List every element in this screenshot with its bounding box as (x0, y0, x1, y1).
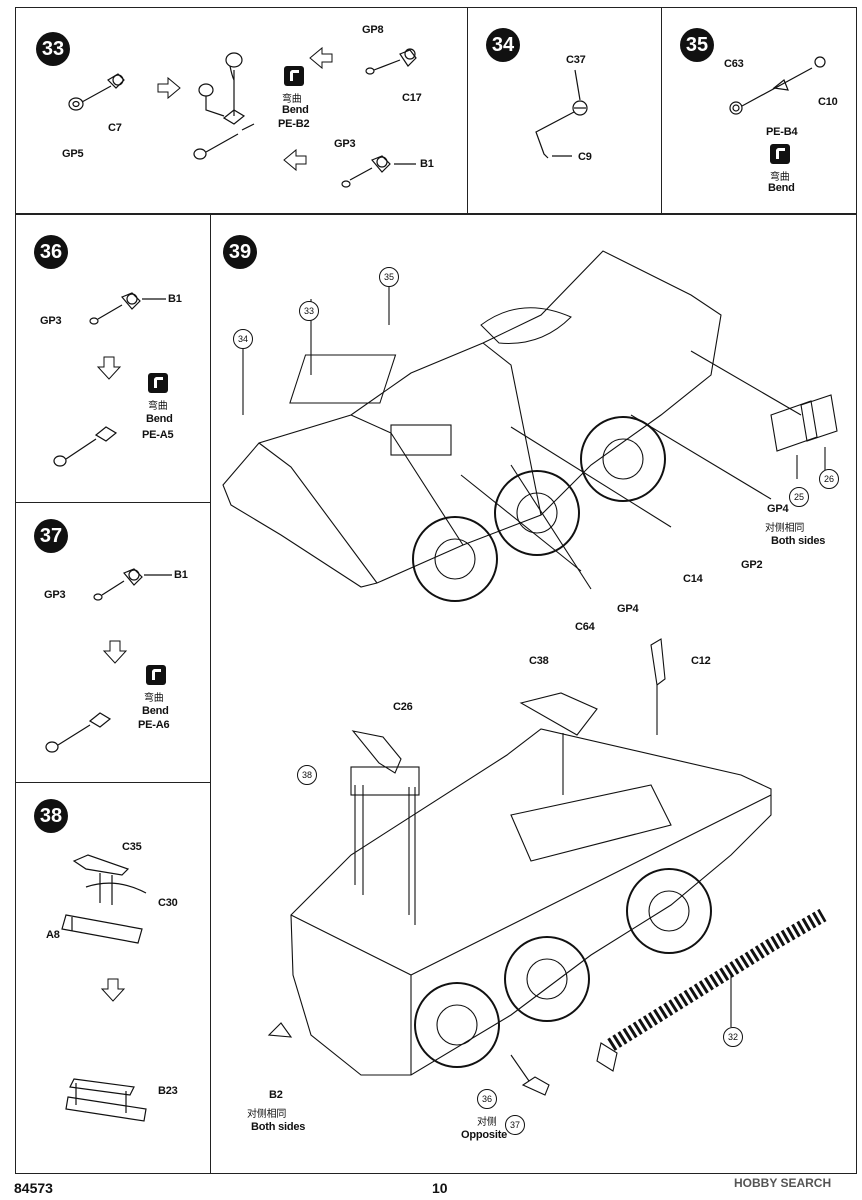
callout-step-35: 35 (379, 267, 399, 287)
part-a8: A8 (46, 929, 60, 941)
pe-part: PE-B2 (278, 118, 310, 130)
part-gp2: GP2 (741, 559, 763, 571)
part-b1: B1 (168, 293, 182, 305)
both-sides-en-top: Both sides (771, 535, 826, 547)
part-c35: C35 (122, 841, 142, 853)
bend-label-cn: 弯曲 (770, 172, 790, 183)
step-38-panel: 38 C35 C30 A8 B23 (15, 782, 211, 1174)
callout-part-32: 32 (723, 1027, 743, 1047)
step-33-panel: 33 GP8 C7 GP5 C17 GP3 B1 (15, 7, 468, 214)
step-35-panel: 35 C63 C10 PE-B4 弯曲 Bend (661, 7, 857, 214)
kit-code: 84573 (14, 1180, 53, 1196)
part-c12: C12 (691, 655, 711, 667)
watermark: HOBBY SEARCH (734, 1176, 832, 1190)
part-c26: C26 (393, 701, 413, 713)
step-36-drawing (53, 292, 166, 467)
step-34-drawing (535, 69, 588, 159)
part-c30: C30 (158, 897, 178, 909)
step-38-badge: 38 (34, 799, 68, 833)
part-gp4-right: GP4 (767, 503, 789, 515)
step-33-drawing (68, 46, 417, 188)
part-b1: B1 (420, 158, 434, 170)
opposite-cn: 对侧 (477, 1117, 497, 1128)
callout-step-33: 33 (299, 301, 319, 321)
opposite-en: Opposite (461, 1129, 508, 1141)
both-sides-cn-bottom: 对侧相同 (247, 1109, 287, 1120)
part-b23: B23 (158, 1085, 178, 1097)
part-gp5: GP5 (62, 148, 84, 160)
part-c37: C37 (566, 54, 586, 66)
step-39-panel: 39 (210, 214, 857, 1174)
step-34-badge: 34 (486, 28, 520, 62)
step-33-badge: 33 (36, 32, 70, 66)
bend-label-cn: 弯曲 (282, 94, 302, 105)
part-c10: C10 (818, 96, 838, 108)
vehicle-drawing (222, 250, 838, 1096)
step-39-badge: 39 (223, 235, 257, 269)
step-37-badge: 37 (34, 519, 68, 553)
step-36-badge: 36 (34, 235, 68, 269)
step-35-badge: 35 (680, 28, 714, 62)
part-b2: B2 (269, 1089, 283, 1101)
both-sides-cn-top: 对侧相同 (765, 523, 805, 534)
part-gp3: GP3 (334, 138, 356, 150)
part-gp3: GP3 (44, 589, 66, 601)
bend-label-en: Bend (768, 182, 795, 194)
callout-step-36: 36 (477, 1089, 497, 1109)
part-gp4-center: GP4 (617, 603, 639, 615)
part-c38: C38 (529, 655, 549, 667)
step-38-drawing (61, 854, 147, 1122)
part-gp3: GP3 (40, 315, 62, 327)
part-c63: C63 (724, 58, 744, 70)
step-36-panel: 36 B1 GP3 弯曲 Bend PE-A5 (15, 214, 211, 503)
pe-part: PE-B4 (766, 126, 798, 138)
bend-icon (146, 665, 166, 685)
bend-icon (770, 144, 790, 164)
both-sides-en-bottom: Both sides (251, 1121, 306, 1133)
bend-icon (148, 373, 168, 393)
part-c9: C9 (578, 151, 592, 163)
part-gp8: GP8 (362, 24, 384, 36)
bend-label-cn: 弯曲 (144, 693, 164, 704)
step-37-drawing (45, 568, 172, 753)
step-34-panel: 34 C37 C9 (467, 7, 662, 214)
bend-label-en: Bend (282, 104, 309, 116)
callout-part-25: 25 (789, 487, 809, 507)
part-c7: C7 (108, 122, 122, 134)
bend-label-en: Bend (142, 705, 169, 717)
callout-part-26: 26 (819, 469, 839, 489)
pe-part: PE-A6 (138, 719, 170, 731)
part-b1: B1 (174, 569, 188, 581)
callout-step-34: 34 (233, 329, 253, 349)
step-37-panel: 37 B1 GP3 弯曲 Bend PE-A6 (15, 502, 211, 783)
callout-step-38: 38 (297, 765, 317, 785)
step-35-drawing (729, 56, 826, 115)
part-c17: C17 (402, 92, 422, 104)
part-c14: C14 (683, 573, 703, 585)
bend-label-cn: 弯曲 (148, 401, 168, 412)
part-c64: C64 (575, 621, 595, 633)
callout-step-37: 37 (505, 1115, 525, 1135)
page-number: 10 (432, 1180, 448, 1196)
bend-label-en: Bend (146, 413, 173, 425)
pe-part: PE-A5 (142, 429, 174, 441)
bend-icon (284, 66, 304, 86)
